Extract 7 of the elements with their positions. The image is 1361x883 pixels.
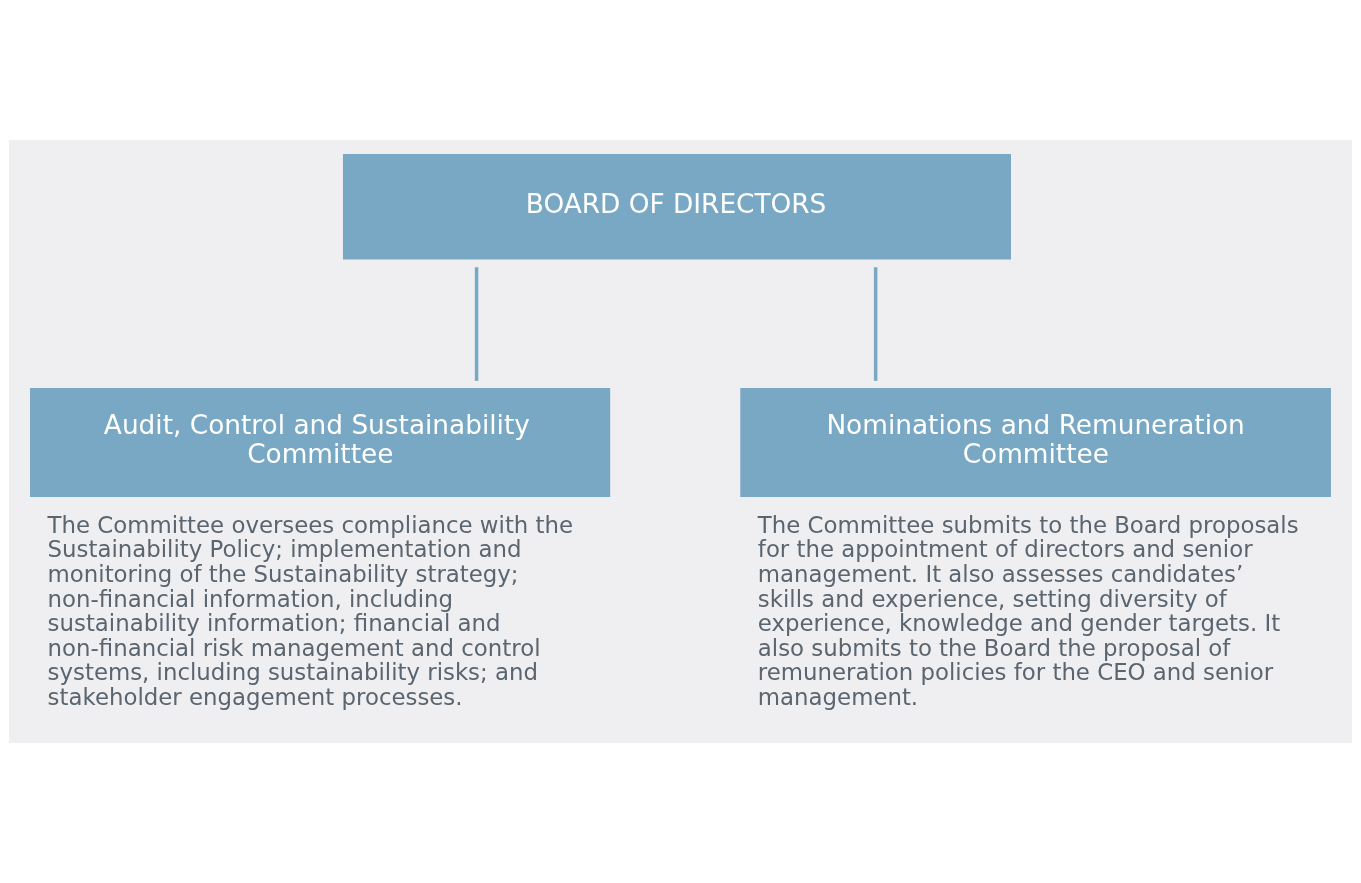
node-label: The Committee submits to the Board proposals for the appointment of directors and senior management. It also assesses candidates’ skills and experience, setting diversity of experience, knowledge and gender targets. It also submits to the Board the proposal of remuneration policies for the CEO and senior management.: [757, 511, 1299, 711]
node-box: Audit, Control and Sustainability Committee: [30, 387, 611, 497]
node-label: The Committee oversees compliance with the Sustainability Policy; implementation and monitoring of the Sustainability strategy; non-financial information, including sustainability information; financial and non-financial risk management and control systems, including sustainability risks; and stakeholder engagement processes.: [47, 511, 574, 711]
connector: [873, 267, 878, 381]
node-box: Nominations and Remuneration Committee: [740, 387, 1331, 497]
node-box: BOARD OF DIRECTORS: [342, 154, 1011, 260]
connector: [474, 267, 479, 381]
